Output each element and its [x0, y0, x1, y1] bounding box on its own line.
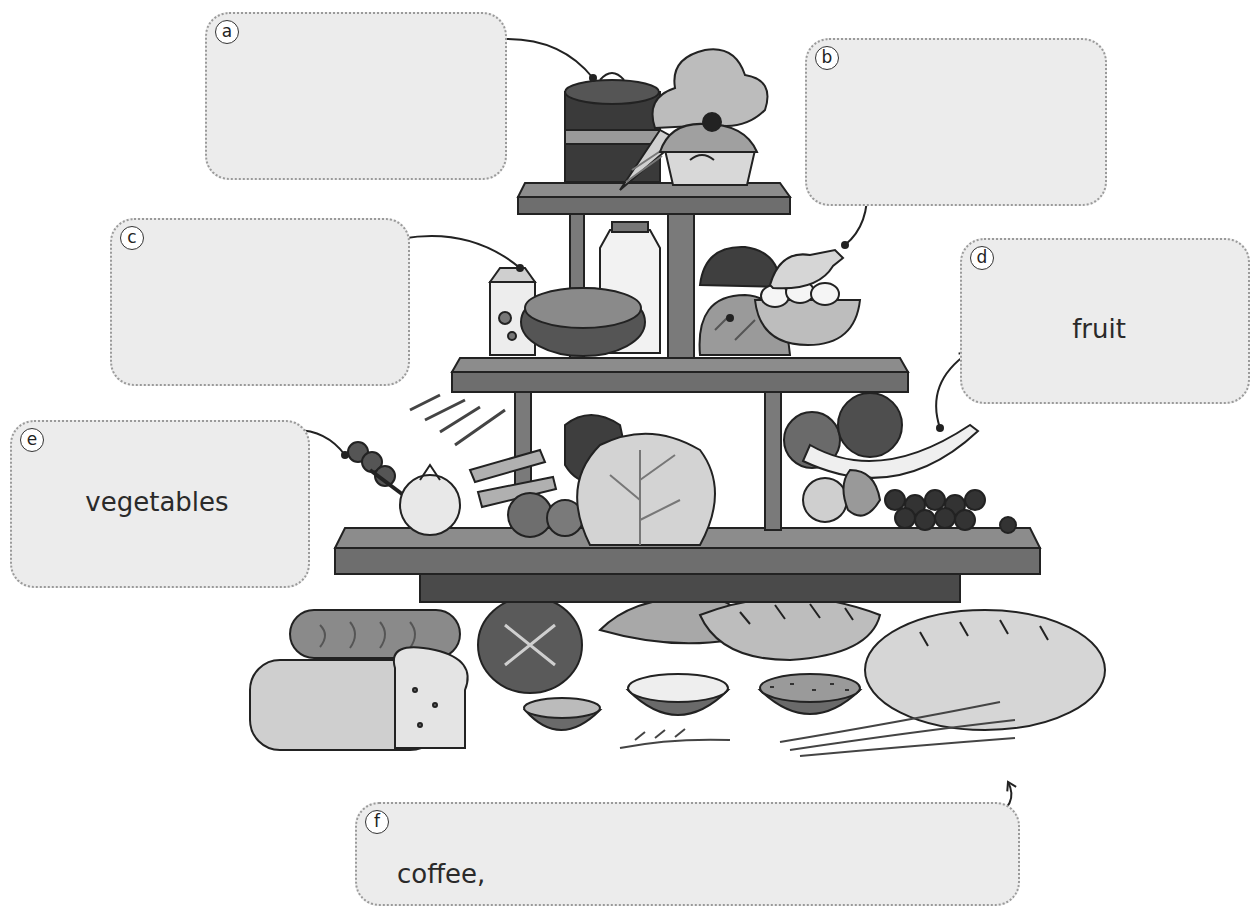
dairy-protein-group: [490, 222, 860, 356]
callout-letter: e: [20, 428, 44, 452]
callout-letter: c: [120, 226, 144, 250]
produce-group: [348, 393, 1016, 545]
answer-box: d fruit: [960, 238, 1250, 404]
answer-box: a: [205, 12, 507, 180]
callout-letter: f: [365, 810, 389, 834]
answer-text: coffee,: [397, 859, 485, 889]
pyramid-shelves: [335, 183, 1040, 602]
answer-text: fruit: [1072, 314, 1126, 344]
answer-box: b: [805, 38, 1107, 206]
answer-box: c: [110, 218, 410, 386]
sweets-group: [565, 49, 768, 190]
answer-box: f coffee,: [355, 802, 1020, 906]
callout-letter: d: [970, 246, 994, 270]
callout-letter: b: [815, 46, 839, 70]
grain-group: [250, 597, 1105, 756]
answer-text: vegetables: [85, 487, 228, 517]
answer-box: e vegetables: [10, 420, 310, 588]
callout-letter: a: [215, 20, 239, 44]
